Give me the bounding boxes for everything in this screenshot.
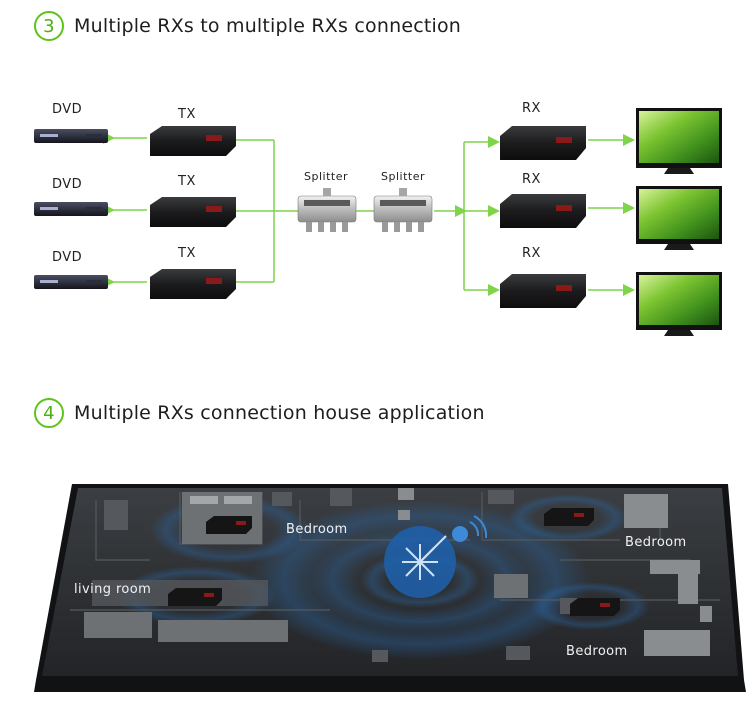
dvd-label-3: DVD: [52, 250, 83, 265]
splitter-label-1: Splitter: [304, 170, 348, 183]
dvd-label-1: DVD: [52, 102, 83, 117]
rx-label-2: RX: [522, 172, 541, 187]
tx-label-1: TX: [178, 107, 196, 122]
room-label-living-room: living room: [74, 582, 152, 597]
dvd-label-2: DVD: [52, 177, 83, 192]
rx-label-1: RX: [522, 101, 541, 116]
section4-title: Multiple RXs connection house applicatio…: [74, 402, 485, 424]
tx-unit-icon: [150, 197, 236, 227]
rx-label-3: RX: [522, 246, 541, 261]
splitter-icon: [297, 188, 357, 232]
splitter-icon: [373, 188, 433, 232]
section3-heading: 3 Multiple RXs to multiple RXs connectio…: [34, 11, 461, 41]
tv-icon: [636, 186, 722, 250]
section3-title: Multiple RXs to multiple RXs connection: [74, 15, 462, 37]
section4-number-badge: 4: [34, 398, 64, 428]
tx-label-2: TX: [178, 174, 196, 189]
section3-number-badge: 3: [34, 11, 64, 41]
tv-icon: [636, 108, 722, 174]
tx-label-3: TX: [178, 246, 196, 261]
router-signal-icon: [384, 515, 488, 598]
dvd-player-icon: [34, 202, 108, 216]
rx-unit-icon: [500, 274, 586, 308]
room-label-bedroom-3: Bedroom: [566, 644, 628, 659]
splitter-label-2: Splitter: [381, 170, 425, 183]
dvd-player-icon: [34, 275, 108, 289]
dvd-player-icon: [34, 129, 108, 143]
connection-lines: [103, 132, 635, 296]
tv-icon: [636, 272, 722, 336]
rx-unit-icon: [500, 126, 586, 160]
house-floorplan: [34, 484, 746, 692]
room-label-bedroom-2: Bedroom: [625, 535, 687, 550]
section4-heading: 4 Multiple RXs connection house applicat…: [34, 398, 485, 428]
room-label-bedroom-1: Bedroom: [286, 522, 348, 537]
tx-unit-icon: [150, 269, 236, 299]
tx-unit-icon: [150, 126, 236, 156]
rx-unit-icon: [500, 194, 586, 228]
